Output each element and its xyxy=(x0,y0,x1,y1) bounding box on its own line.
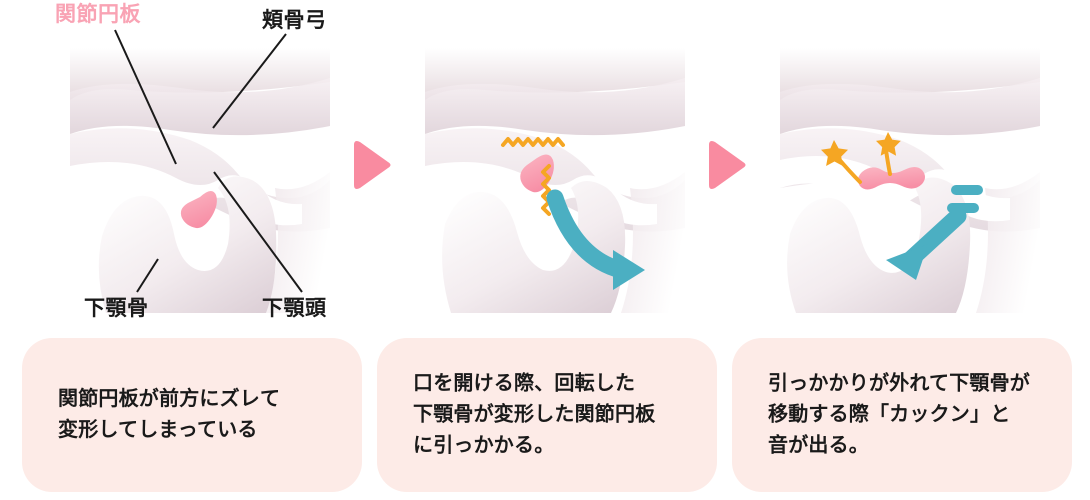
label-mandible: 下顎骨 xyxy=(84,297,149,320)
caption-line: に引っかかる。 xyxy=(413,434,555,457)
caption-box-2: 口を開ける際、回転した 下顎骨が変形した関節円板 に引っかかる。 xyxy=(377,338,717,492)
caption-line: 音が出る。 xyxy=(768,434,869,457)
label-zygomatic-arch: 頬骨弓 xyxy=(262,9,327,32)
label-articular-disc: 関節円板 xyxy=(55,3,141,26)
panel-separator-arrow-1 xyxy=(348,139,392,191)
label-mandibular-head: 下顎頭 xyxy=(262,297,327,320)
caption-line: 移動する際「カックン」と xyxy=(768,403,1011,426)
caption-text-1: 関節円板が前方にズレて 変形してしまっている xyxy=(58,384,344,446)
caption-box-3: 引っかかりが外れて下顎骨が 移動する際「カックン」と 音が出る。 xyxy=(732,338,1072,492)
panel-displaced-disc xyxy=(70,48,330,313)
caption-line: 変形してしまっている xyxy=(58,419,258,441)
caption-line: 引っかかりが外れて下顎骨が xyxy=(768,372,1030,395)
caption-line: 関節円板が前方にズレて xyxy=(58,388,281,410)
panel-separator-arrow-2 xyxy=(703,139,747,191)
panel-catching-on-disc xyxy=(425,48,685,313)
caption-box-1: 関節円板が前方にズレて 変形してしまっている xyxy=(22,338,362,492)
caption-text-3: 引っかかりが外れて下顎骨が 移動する際「カックン」と 音が出る。 xyxy=(768,369,1054,462)
caption-line: 口を開ける際、回転した xyxy=(413,372,636,395)
panel-release-with-click xyxy=(780,48,1040,313)
caption-line: 下顎骨が変形した関節円板 xyxy=(413,403,656,426)
caption-text-2: 口を開ける際、回転した 下顎骨が変形した関節円板 に引っかかる。 xyxy=(413,369,699,462)
